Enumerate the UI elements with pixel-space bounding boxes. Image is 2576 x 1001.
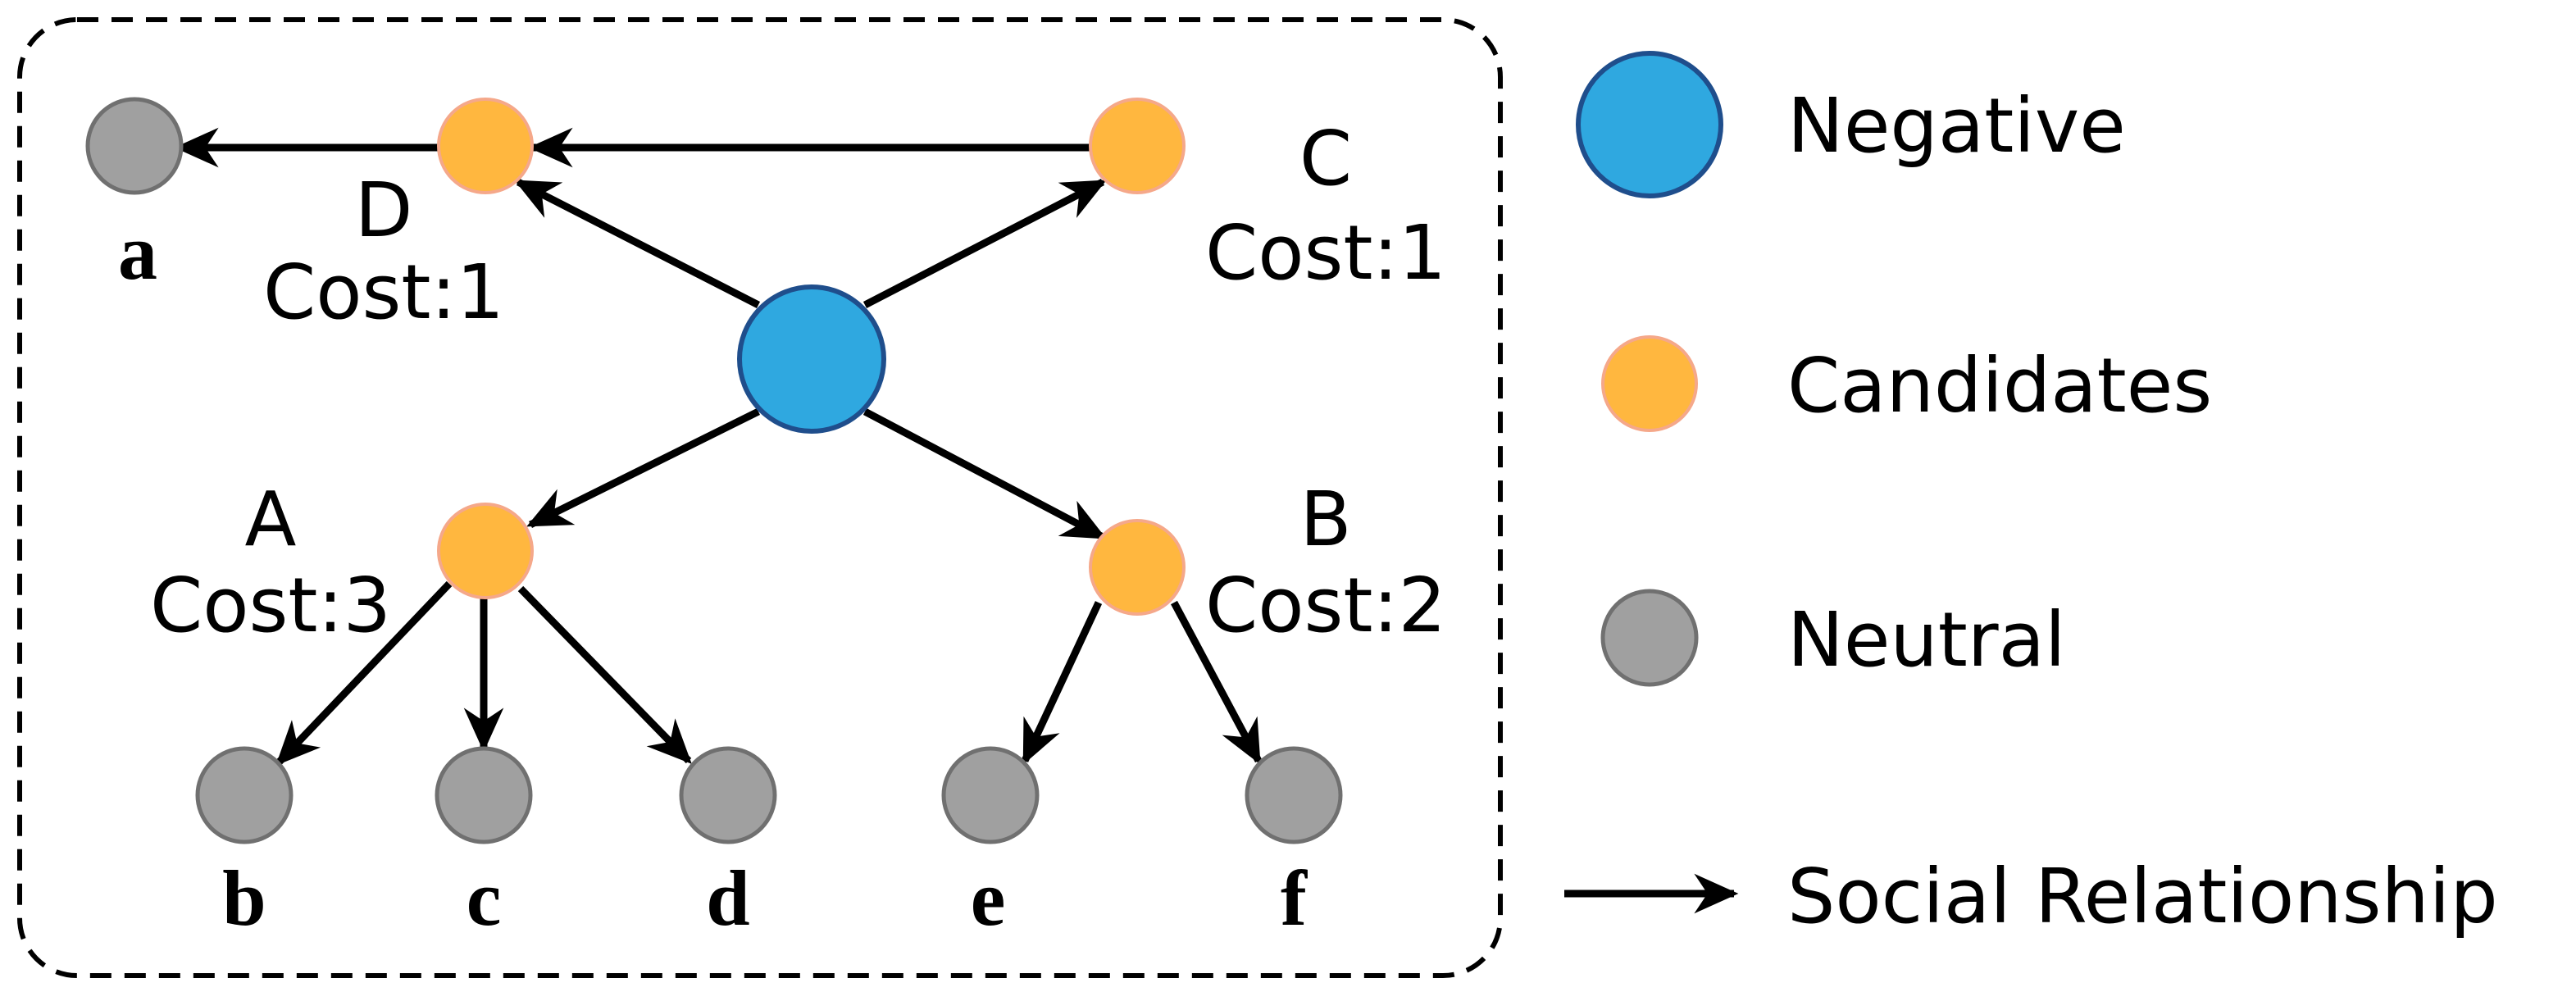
node-B — [1089, 519, 1186, 616]
node-C — [1089, 98, 1186, 194]
node-f — [1245, 746, 1343, 844]
node-B-letter: B — [1299, 475, 1351, 563]
legend-relationship-label: Social Relationship — [1787, 853, 2498, 940]
node-e-letter: e — [971, 854, 1006, 942]
legend-negative-swatch — [1576, 51, 1723, 198]
edge-negative-to-D — [514, 178, 761, 309]
node-d-letter: d — [706, 854, 749, 942]
node-B-cost: Cost:2 — [1205, 562, 1446, 649]
node-c — [435, 746, 533, 844]
edge-negative-to-A — [526, 407, 761, 529]
edge-B-to-f — [1171, 600, 1262, 765]
node-c-letter: c — [467, 854, 502, 942]
edge-A-to-b — [275, 580, 453, 766]
node-C-cost: Cost:1 — [1205, 209, 1446, 297]
node-A — [437, 503, 534, 599]
node-b — [195, 746, 294, 844]
labels-group: D Cost:1 C Cost:1 A Cost:3 B Cost:2 a b … — [118, 115, 1446, 942]
edge-A-to-d — [517, 585, 692, 764]
node-C-letter: C — [1299, 115, 1352, 202]
legend-neutral-label: Neutral — [1787, 596, 2066, 684]
edges-group — [174, 127, 1262, 766]
node-f-letter: f — [1281, 854, 1308, 942]
legend: Negative Candidates Neutral Social Relat… — [1564, 51, 2498, 940]
edge-B-to-e — [1021, 601, 1103, 765]
legend-candidates-label: Candidates — [1787, 342, 2212, 430]
node-A-cost: Cost:3 — [150, 562, 391, 649]
node-a-letter: a — [118, 208, 157, 296]
node-A-letter: A — [245, 475, 297, 563]
edge-negative-to-C — [862, 179, 1107, 308]
node-negative — [737, 284, 886, 434]
node-D — [437, 98, 534, 194]
network-boundary — [17, 17, 1503, 978]
node-D-cost: Cost:1 — [263, 248, 504, 336]
edge-negative-to-B — [862, 408, 1107, 540]
node-e — [941, 746, 1040, 844]
node-D-letter: D — [355, 166, 413, 254]
node-b-letter: b — [222, 854, 266, 942]
legend-negative-label: Negative — [1787, 82, 2126, 170]
nodes-group — [85, 97, 1343, 844]
legend-neutral-swatch — [1600, 589, 1699, 687]
legend-candidates-swatch — [1601, 335, 1698, 432]
node-d — [679, 746, 777, 844]
node-a — [85, 97, 184, 195]
